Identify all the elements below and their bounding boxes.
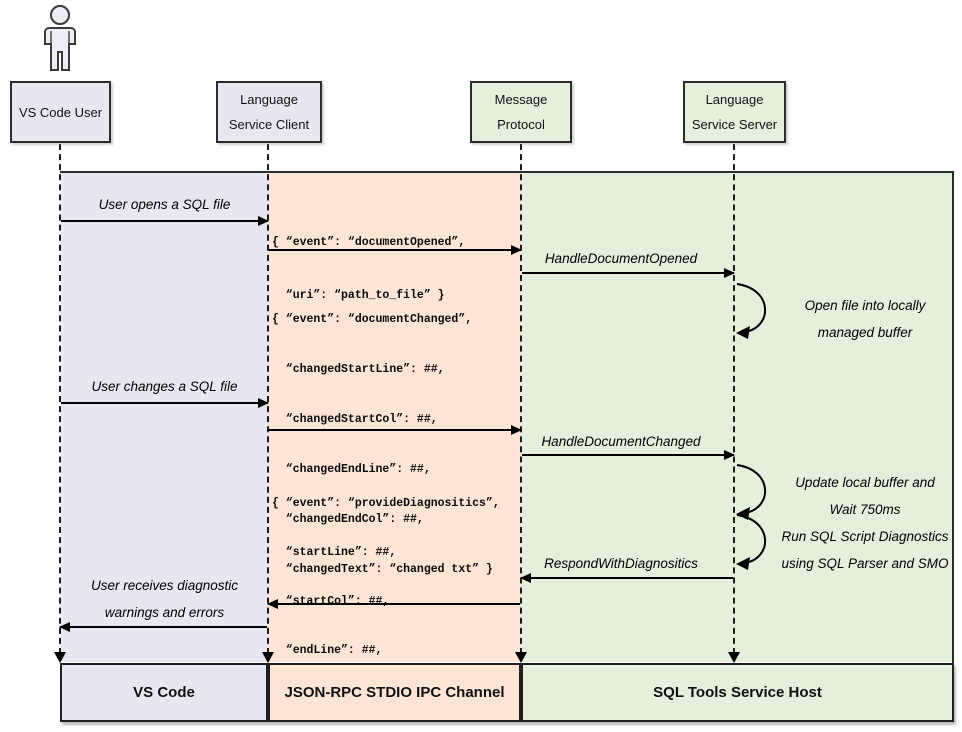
lane-ipc — [268, 173, 521, 662]
arrow-document-changed — [269, 425, 522, 435]
note-update-buffer: Update local buffer and Wait 750ms — [772, 469, 958, 523]
arrow-user-opens-file — [61, 216, 269, 226]
arrow-respond-with-diagnostics — [520, 573, 733, 583]
json-line: { “event”: “documentOpened”, — [272, 236, 466, 249]
json-line: { “event”: “documentChanged”, — [272, 313, 473, 326]
bottom-box-label: SQL Tools Service Host — [653, 684, 822, 701]
actor-label: Language — [240, 92, 298, 107]
note-line: warnings and errors — [104, 605, 225, 620]
json-line: “changedText”: “changed txt” } — [272, 563, 493, 576]
actor-label: Service Server — [691, 117, 778, 132]
json-line: “uri”: “path_to_file” } — [272, 289, 445, 302]
lifeline-user — [59, 144, 61, 654]
note-run-diagnostics: Run SQL Script Diagnostics using SQL Par… — [770, 523, 960, 577]
actor-box-message-protocol: Message Protocol — [470, 81, 572, 143]
actor-label: Protocol — [497, 117, 545, 132]
actor-box-language-service-server: Language Service Server — [683, 81, 786, 143]
json-line: “startCol”: ##, — [272, 595, 390, 608]
label-handle-document-opened: HandleDocumentOpened — [544, 251, 698, 266]
json-line: “changedStartCol”: ##, — [272, 413, 438, 426]
note-line: Open file into locally — [804, 298, 926, 313]
json-line: “changedEndLine”: ##, — [272, 463, 431, 476]
json-document-changed: { “event”: “documentChanged”, “changedSt… — [272, 282, 493, 608]
bottom-box-label: JSON-RPC STDIO IPC Channel — [284, 684, 505, 701]
self-loop-open-buffer — [736, 283, 767, 339]
json-line: “endLine”: ##, — [272, 644, 383, 657]
arrow-user-receives-diagnostics — [59, 622, 267, 632]
lane-host — [521, 173, 952, 662]
json-line: “changedEndCol”: ##, — [272, 513, 424, 526]
bottom-box-sql-tools-service-host: SQL Tools Service Host — [521, 663, 954, 722]
json-line: { “event”: “provideDiagnositics”, — [272, 497, 500, 510]
label-user-receives-diagnostics: User receives diagnostic warnings and er… — [61, 572, 268, 626]
label-handle-document-changed: HandleDocumentChanged — [541, 434, 701, 449]
lane-right-border — [952, 171, 954, 663]
user-actor-icon — [44, 5, 76, 71]
self-loop-run-diagnostics — [736, 514, 767, 570]
actor-box-language-service-client: Language Service Client — [216, 81, 322, 143]
lifeline-end-arrow-server — [728, 652, 740, 663]
json-document-opened: { “event”: “documentOpened”, “uri”: “pat… — [272, 203, 465, 335]
actor-label: Service Client — [228, 117, 310, 132]
label-user-changes-sql-file: User changes a SQL file — [91, 379, 238, 394]
lifeline-end-arrow-client — [262, 652, 274, 663]
actor-label: Language — [705, 92, 764, 107]
arrow-document-opened — [269, 245, 522, 255]
lane-vscode — [61, 173, 268, 662]
bottom-box-label: VS Code — [133, 684, 195, 701]
json-line: “startLine”: ##, — [272, 546, 397, 559]
label-respond-with-diagnostics: RespondWithDiagnositics — [544, 556, 698, 571]
actor-label: Message — [494, 92, 548, 107]
note-line: User receives diagnostic — [90, 578, 239, 593]
lane-top-border — [60, 171, 954, 173]
actor-box-vscode-user: VS Code User — [10, 81, 111, 143]
note-open-buffer: Open file into locally managed buffer — [772, 292, 958, 346]
arrow-handle-document-changed — [522, 450, 735, 460]
arrow-diagnostics-to-client — [267, 599, 520, 609]
note-line: managed buffer — [817, 325, 913, 340]
bottom-box-vscode: VS Code — [60, 663, 268, 722]
lifeline-end-arrow-protocol — [515, 652, 527, 663]
note-line: using SQL Parser and SMO — [781, 556, 949, 571]
label-user-opens-sql-file: User opens a SQL file — [98, 197, 231, 212]
actor-label: VS Code User — [18, 104, 103, 120]
lifeline-protocol — [520, 144, 522, 654]
arrow-handle-document-opened — [522, 268, 735, 278]
note-line: Run SQL Script Diagnostics — [781, 529, 949, 544]
arrow-user-changes-file — [61, 398, 269, 408]
bottom-box-json-rpc-channel: JSON-RPC STDIO IPC Channel — [268, 663, 521, 722]
json-line: “changedStartLine”: ##, — [272, 363, 445, 376]
lifeline-server — [733, 144, 735, 654]
json-provide-diagnostics: { “event”: “provideDiagnositics”, “start… — [272, 466, 500, 732]
note-line: Wait 750ms — [829, 502, 901, 517]
lifeline-end-arrow-user — [54, 652, 66, 663]
note-line: Update local buffer and — [795, 475, 935, 490]
